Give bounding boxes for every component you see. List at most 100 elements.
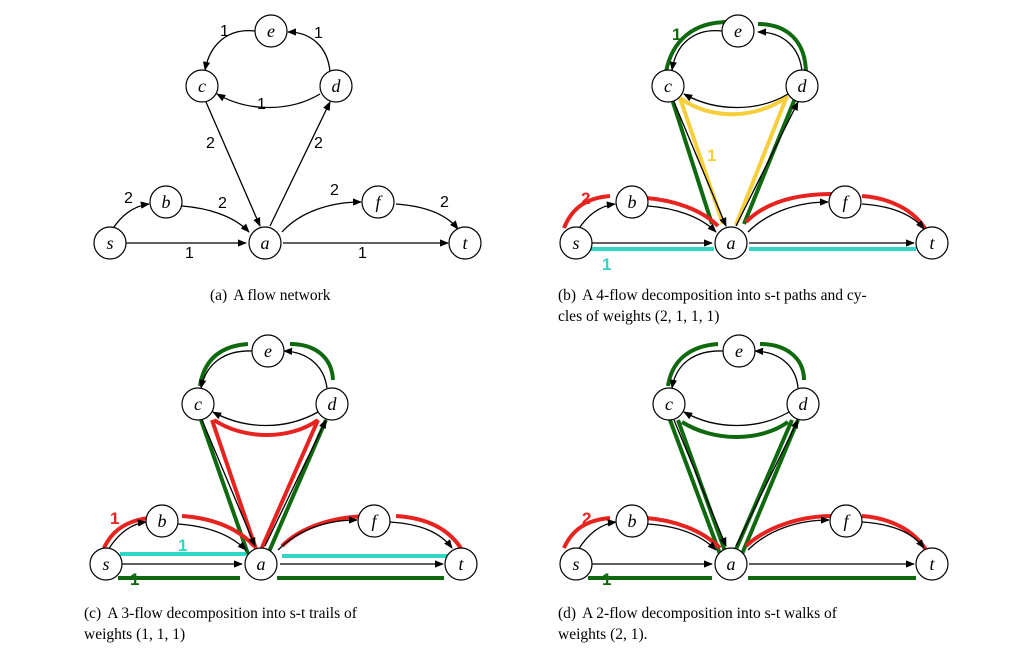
node-s: s — [93, 226, 127, 260]
edge-c-a — [201, 419, 256, 547]
edge-d-c — [683, 93, 789, 109]
node-e: e — [254, 14, 288, 48]
node-label-e: e — [267, 21, 275, 41]
edge-a-d — [264, 419, 327, 547]
weight-label-d-e: 1 — [314, 25, 323, 42]
node-label-s: s — [572, 554, 579, 574]
node-label-c: c — [194, 394, 202, 414]
node-label-f: f — [843, 511, 851, 531]
node-label-e: e — [734, 21, 742, 41]
panel-a: 1 1 1 2 2 2 2 2 2 1 1 e c d b f s a t (a… — [0, 0, 506, 330]
graph-c: 1 1 1 e c d b f s a t — [89, 334, 478, 589]
highlight-weight-green: 1 — [602, 570, 611, 589]
caption-d-label: (d) — [558, 605, 577, 622]
node-b: b — [149, 185, 183, 219]
node-label-c: c — [665, 394, 673, 414]
node-label-a: a — [727, 554, 736, 574]
caption-c-label: (c) — [84, 605, 102, 622]
node-label-f: f — [842, 192, 850, 212]
edge-c-a — [673, 419, 727, 547]
node-c: c — [181, 387, 215, 421]
node-a: a — [714, 226, 748, 260]
highlight-weight-cyan: 1 — [178, 536, 187, 555]
highlight-green-trail — [118, 342, 444, 580]
weight-label-e-c: 1 — [220, 23, 229, 40]
edge-d-e — [757, 28, 803, 73]
edge-e-c — [202, 30, 256, 71]
node-label-d: d — [799, 394, 809, 414]
node-label-b: b — [628, 192, 637, 212]
weight-label-c-a: 2 — [206, 135, 215, 152]
node-c: c — [652, 387, 686, 421]
edge-a-f — [747, 198, 829, 233]
node-label-a: a — [257, 554, 266, 574]
node-e: e — [721, 14, 755, 48]
node-label-d: d — [798, 76, 808, 96]
weight-label-a-d: 2 — [314, 135, 323, 152]
edge-s-b — [577, 519, 617, 551]
edge-a-f — [277, 516, 358, 551]
node-label-c: c — [198, 76, 206, 96]
node-s: s — [559, 226, 593, 260]
panel-b: 1 1 2 1 e c d b f s a t (b)A 4-flow deco… — [506, 0, 1012, 330]
highlight-weight-green: 1 — [672, 25, 681, 44]
node-a: a — [248, 226, 282, 260]
node-t: t — [448, 226, 482, 260]
panel-d: 2 1 e c d b f s a t (d)A 2-flow decompos… — [506, 330, 1012, 660]
caption-a-line-1: A flow network — [233, 287, 331, 304]
highlight-weight-red: 2 — [581, 189, 590, 208]
node-label-t: t — [458, 554, 464, 574]
node-b: b — [615, 185, 649, 219]
caption-c: (c) A 3-flow decomposition into s-t trail… — [84, 603, 357, 645]
node-label-b: b — [162, 192, 171, 212]
node-a: a — [714, 547, 748, 581]
node-label-t: t — [929, 233, 935, 253]
node-f: f — [828, 185, 862, 219]
edge-b-a — [647, 205, 717, 233]
edge-a-f — [281, 198, 362, 233]
node-s: s — [89, 547, 123, 581]
edge-s-b — [111, 201, 150, 231]
edge-d-c — [216, 93, 321, 109]
node-label-s: s — [102, 554, 109, 574]
edge-d-e — [287, 28, 331, 73]
edge-c-a — [205, 101, 261, 227]
edge-c-a — [673, 101, 727, 227]
node-label-s: s — [106, 233, 113, 253]
node-s: s — [559, 547, 593, 581]
edge-s-b — [107, 519, 147, 551]
caption-d-line-1: A 2-flow decomposition into s-t walks of — [582, 605, 837, 622]
node-c: c — [651, 69, 685, 103]
highlight-cyan-trail — [120, 552, 448, 558]
highlight-green-cycle — [664, 20, 808, 225]
node-label-s: s — [572, 233, 579, 253]
node-e: e — [722, 334, 756, 368]
edge-d-e — [754, 347, 799, 389]
node-t: t — [915, 226, 949, 260]
node-label-d: d — [328, 394, 338, 414]
node-label-d: d — [332, 76, 342, 96]
node-label-e: e — [735, 341, 743, 361]
caption-b-line-2: cles of weights (2, 1, 1, 1) — [558, 308, 720, 325]
node-label-b: b — [158, 511, 167, 531]
edge-e-c — [669, 30, 723, 71]
edge-e-c — [199, 350, 253, 389]
weight-label-a-t: 1 — [358, 245, 367, 262]
edge-d-c — [212, 411, 319, 427]
node-label-f: f — [371, 511, 379, 531]
caption-c-line-2: weights (1, 1, 1) — [84, 626, 186, 643]
caption-c-line-1: A 3-flow decomposition into s-t trails o… — [107, 605, 357, 622]
caption-a-label: (a) — [210, 287, 228, 304]
node-c: c — [185, 69, 219, 103]
edge-e-c — [669, 350, 724, 389]
node-label-t: t — [929, 554, 935, 574]
edge-b-a — [647, 523, 717, 551]
node-f: f — [361, 185, 395, 219]
node-d: d — [786, 387, 820, 421]
weight-label-s-a: 1 — [185, 245, 194, 262]
weight-label-b-a: 2 — [218, 195, 227, 212]
weight-label-f-t: 2 — [440, 194, 449, 211]
edge-f-t — [395, 203, 459, 230]
node-label-a: a — [727, 233, 736, 253]
edge-a-d — [735, 101, 799, 227]
